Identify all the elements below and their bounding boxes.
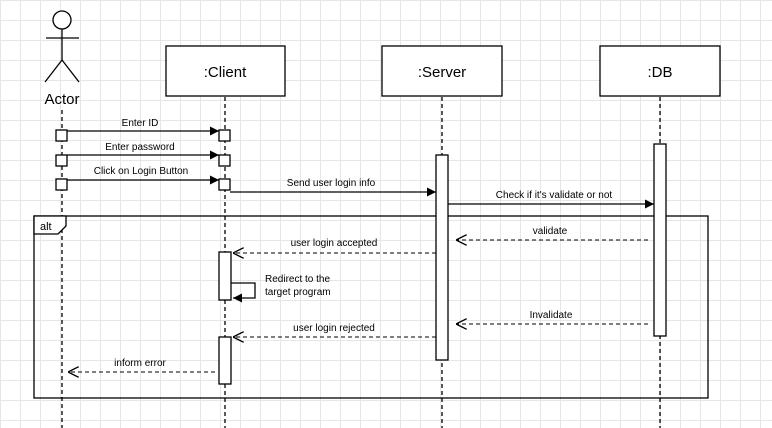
- alt-fragment-tab: [33, 215, 67, 235]
- send-login-info-label: Send user login info: [287, 178, 376, 189]
- enter-id-label: Enter ID: [122, 118, 159, 129]
- alt-fragment-label: alt: [40, 221, 52, 233]
- redirect-self-arrow: [231, 282, 256, 303]
- alt-fragment-frame: [33, 215, 709, 399]
- redirect-label-line2: target program: [265, 287, 331, 298]
- check-validate-label: Check if it's validate or not: [496, 190, 613, 201]
- actor-stick-figure-icon: [44, 10, 80, 83]
- click-login-label: Click on Login Button: [94, 166, 189, 177]
- login-rejected-label: user login rejected: [293, 323, 375, 334]
- client-activation-accepted: [218, 251, 232, 301]
- actor-activation-1: [55, 129, 68, 142]
- db-head-label: :DB: [647, 64, 672, 81]
- inform-error-label: inform error: [114, 358, 166, 369]
- client-activation-3: [218, 178, 231, 191]
- actor-activation-2: [55, 154, 68, 167]
- validate-label: validate: [533, 226, 568, 237]
- enter-password-label: Enter password: [105, 142, 174, 153]
- server-head-box: [381, 45, 503, 97]
- client-activation-1: [218, 129, 231, 142]
- server-head-label: :Server: [418, 64, 466, 81]
- redirect-label-line1: Redirect to the: [265, 274, 330, 285]
- invalidate-label: Invalidate: [530, 310, 573, 321]
- client-activation-2: [218, 154, 231, 167]
- client-head-box: [165, 45, 286, 97]
- client-activation-rejected: [218, 336, 232, 385]
- actor-activation-3: [55, 178, 68, 191]
- client-head-label: :Client: [204, 64, 247, 81]
- db-head-box: [599, 45, 721, 97]
- login-accepted-label: user login accepted: [291, 238, 378, 249]
- actor-label: Actor: [44, 91, 79, 108]
- db-activation: [653, 143, 667, 337]
- server-activation: [435, 154, 449, 361]
